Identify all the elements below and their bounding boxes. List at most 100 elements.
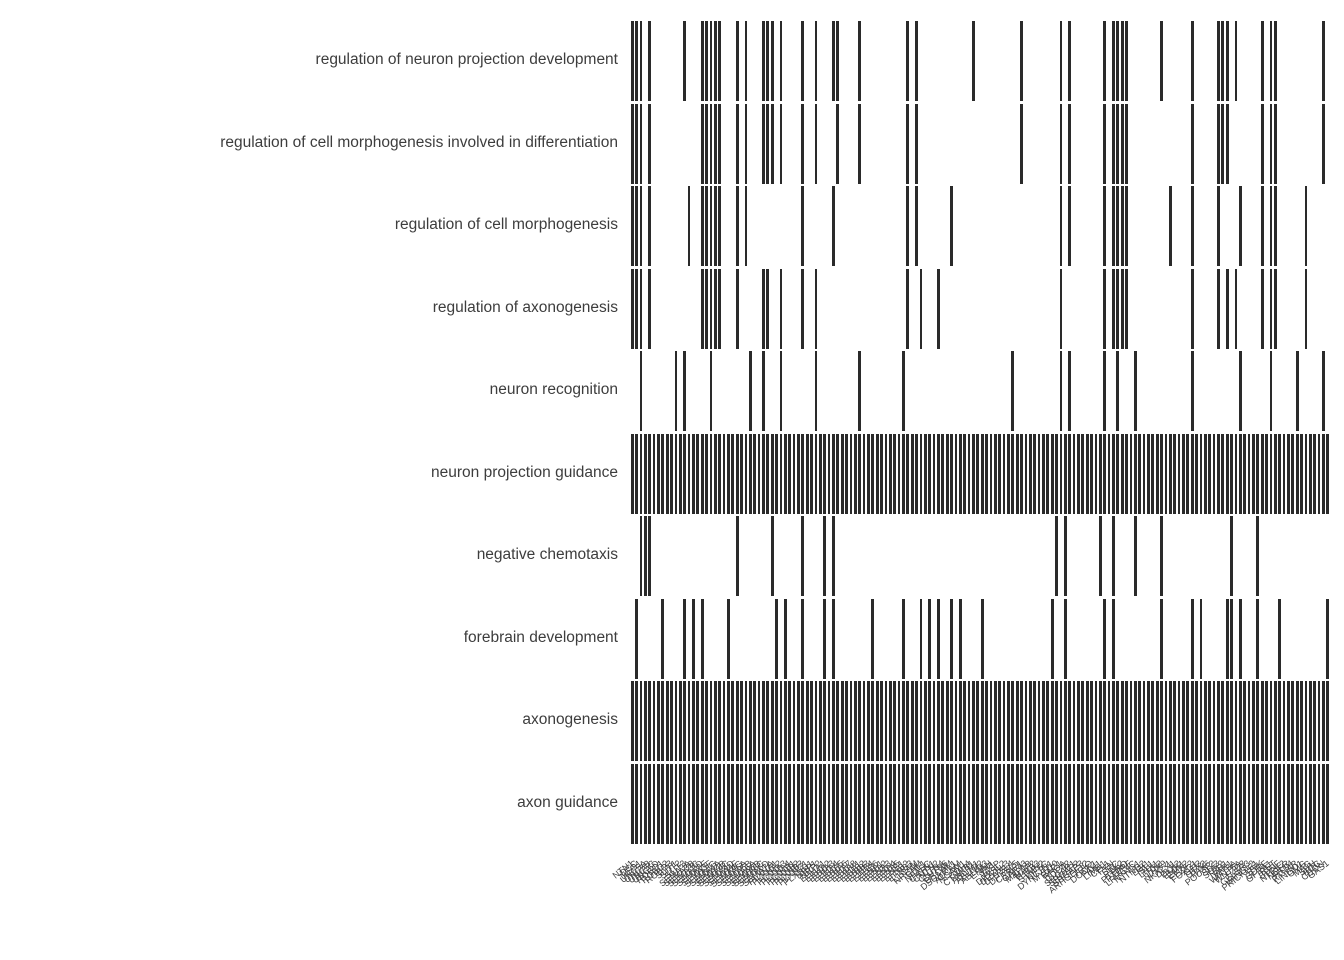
membership-tick — [687, 433, 691, 514]
membership-tick — [1173, 763, 1177, 844]
membership-tick — [661, 681, 665, 762]
membership-tick — [1190, 763, 1194, 844]
membership-tick — [1173, 433, 1177, 514]
membership-tick — [832, 516, 835, 597]
membership-tick — [639, 516, 643, 597]
membership-tick — [713, 186, 717, 267]
membership-tick — [1203, 433, 1207, 514]
membership-tick — [1164, 681, 1168, 762]
row-label: axon guidance — [517, 793, 618, 811]
membership-tick — [976, 681, 980, 762]
membership-tick — [674, 681, 678, 762]
membership-tick — [1317, 433, 1321, 514]
membership-tick — [958, 598, 962, 679]
membership-tick — [783, 433, 787, 514]
membership-tick — [1260, 268, 1264, 349]
membership-tick — [919, 763, 923, 844]
membership-tick — [718, 268, 722, 349]
membership-tick — [1103, 433, 1107, 514]
membership-tick — [718, 433, 722, 514]
membership-tick — [923, 681, 927, 762]
membership-tick — [1011, 681, 1015, 762]
membership-tick — [902, 433, 905, 514]
membership-tick — [700, 268, 704, 349]
membership-tick — [1112, 763, 1115, 844]
membership-tick — [1217, 186, 1220, 267]
membership-tick — [993, 763, 997, 844]
membership-tick — [652, 433, 656, 514]
membership-tick — [779, 351, 783, 432]
membership-tick — [713, 433, 717, 514]
membership-tick — [748, 681, 752, 762]
membership-tick — [1007, 681, 1010, 762]
membership-tick — [779, 433, 783, 514]
membership-tick — [1142, 763, 1146, 844]
membership-tick — [735, 433, 739, 514]
membership-tick — [941, 433, 945, 514]
membership-tick — [1322, 21, 1325, 102]
membership-tick — [1020, 681, 1023, 762]
membership-tick — [1011, 351, 1015, 432]
membership-tick — [1252, 433, 1255, 514]
membership-tick — [1077, 763, 1080, 844]
membership-tick — [792, 433, 796, 514]
membership-tick — [1142, 433, 1146, 514]
membership-tick — [639, 21, 643, 102]
membership-tick — [779, 103, 783, 184]
membership-tick — [1125, 763, 1128, 844]
membership-tick — [1295, 433, 1299, 514]
membership-tick — [1212, 681, 1216, 762]
membership-tick — [1103, 598, 1107, 679]
membership-tick — [963, 433, 967, 514]
membership-tick — [1230, 433, 1233, 514]
membership-tick — [858, 21, 862, 102]
membership-tick — [770, 763, 774, 844]
membership-tick — [989, 433, 993, 514]
membership-tick — [897, 763, 901, 844]
membership-tick — [910, 763, 914, 844]
membership-tick — [1002, 763, 1006, 844]
membership-tick — [1221, 681, 1225, 762]
membership-tick — [630, 268, 634, 349]
membership-tick — [823, 433, 827, 514]
membership-tick — [805, 681, 809, 762]
membership-tick — [1304, 186, 1308, 267]
membership-tick — [775, 681, 778, 762]
membership-tick — [1147, 763, 1150, 844]
membership-tick — [639, 351, 643, 432]
membership-tick — [853, 763, 857, 844]
membership-tick — [735, 268, 739, 349]
membership-tick — [1112, 186, 1115, 267]
membership-tick — [1125, 433, 1128, 514]
membership-tick — [963, 681, 967, 762]
membership-tick — [1313, 681, 1317, 762]
membership-tick — [827, 433, 831, 514]
membership-tick — [783, 681, 787, 762]
membership-tick — [692, 433, 695, 514]
membership-tick — [1313, 763, 1317, 844]
membership-tick — [845, 681, 848, 762]
row-band — [630, 598, 1330, 679]
membership-tick — [801, 21, 805, 102]
membership-tick — [993, 433, 997, 514]
membership-tick — [1217, 433, 1220, 514]
membership-tick — [880, 763, 883, 844]
membership-tick — [1055, 681, 1058, 762]
membership-tick — [639, 681, 643, 762]
membership-tick — [1225, 681, 1229, 762]
membership-tick — [1186, 433, 1190, 514]
membership-tick — [700, 186, 704, 267]
membership-tick — [928, 763, 932, 844]
membership-tick — [1133, 763, 1137, 844]
membership-tick — [1177, 763, 1181, 844]
membership-tick — [1020, 763, 1023, 844]
membership-tick — [980, 681, 984, 762]
membership-tick — [1042, 763, 1045, 844]
membership-tick — [972, 433, 975, 514]
membership-tick — [1024, 433, 1028, 514]
row-label: regulation of cell morphogenesis — [394, 216, 618, 234]
membership-tick — [1103, 763, 1107, 844]
membership-tick — [1112, 268, 1115, 349]
membership-tick — [1090, 433, 1093, 514]
membership-tick — [1055, 433, 1058, 514]
